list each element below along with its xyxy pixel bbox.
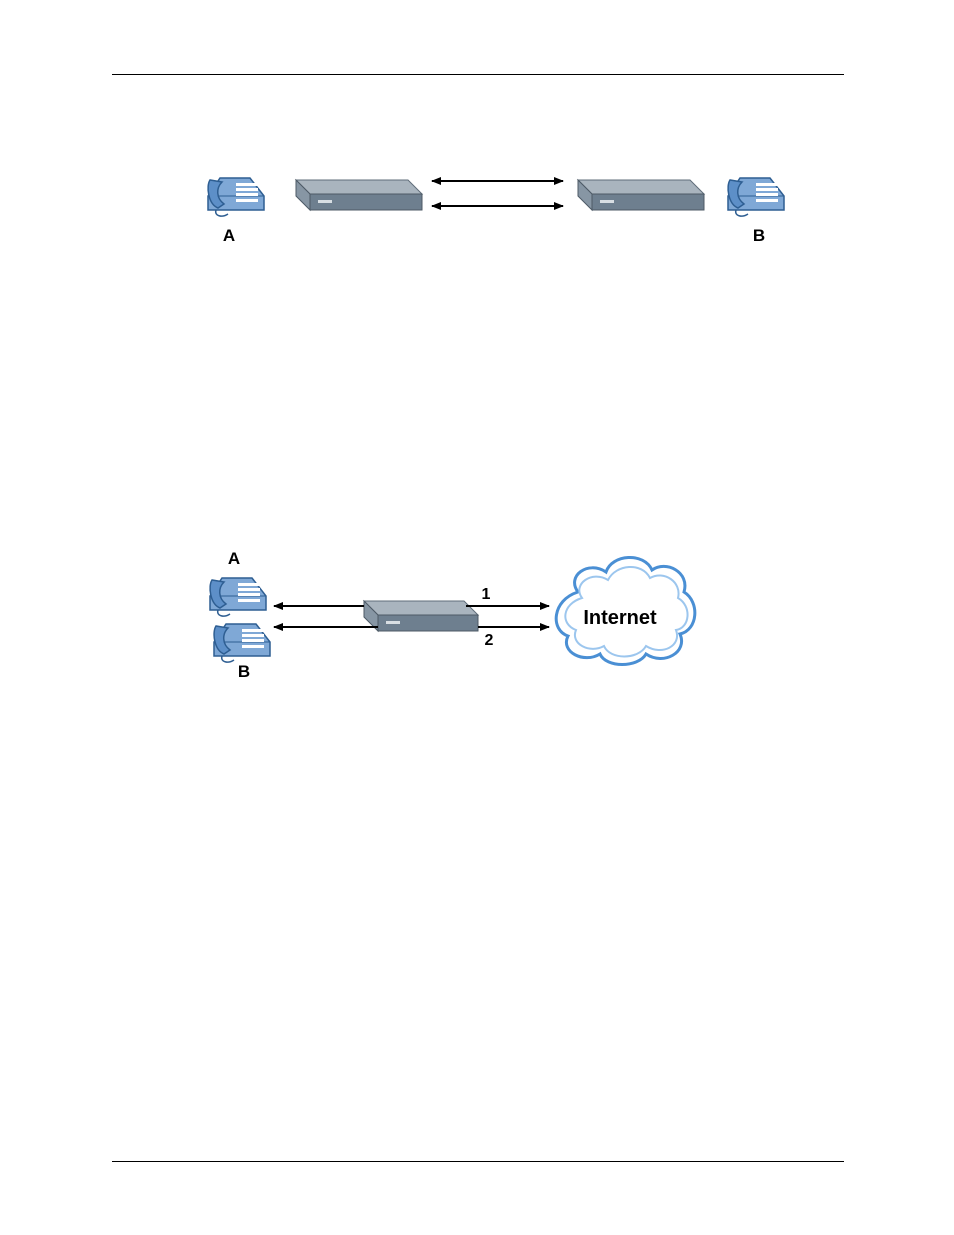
phone-a-label: A bbox=[228, 549, 240, 568]
top-diagram: A B bbox=[208, 178, 784, 245]
phone-b-icon bbox=[728, 178, 784, 216]
internet-label: Internet bbox=[583, 607, 657, 629]
line-1-label: 1 bbox=[482, 586, 491, 603]
device-right-icon bbox=[578, 180, 704, 210]
device-left-icon bbox=[296, 180, 422, 210]
phone-a-icon bbox=[208, 178, 264, 216]
phone-b-label: B bbox=[753, 226, 765, 245]
phone-a-label: A bbox=[223, 226, 235, 245]
device-center-icon bbox=[364, 601, 478, 631]
line-2-label: 2 bbox=[485, 632, 494, 649]
bottom-diagram: A B 1 2 Internet bbox=[210, 549, 695, 681]
phone-a-icon bbox=[210, 578, 266, 616]
phone-b-label: B bbox=[238, 662, 250, 681]
phone-b-icon bbox=[214, 624, 270, 662]
